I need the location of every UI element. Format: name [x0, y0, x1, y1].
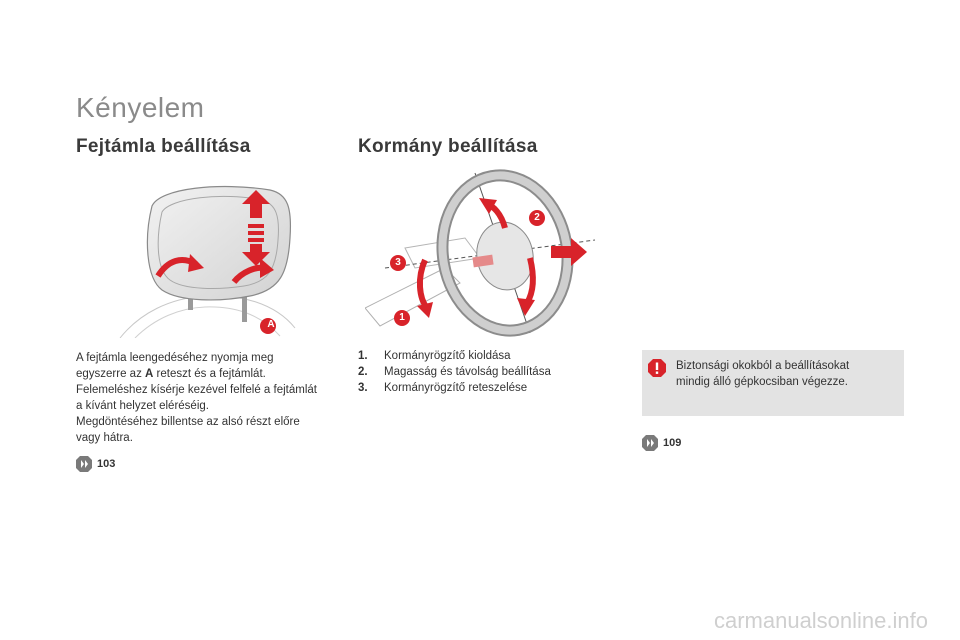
steering-page-reference[interactable]: 109: [642, 435, 681, 451]
height-arrows: [242, 190, 270, 266]
headrest-description: A fejtámla leengedéséhez nyomja meg egys…: [76, 350, 338, 446]
list-item: 2.Magasság és távolság beállítása: [358, 366, 551, 378]
page-title: Kényelem: [76, 92, 205, 123]
headrest-line-1: A fejtámla leengedéséhez nyomja meg: [76, 352, 274, 364]
page-link-icon: [642, 435, 658, 451]
steering-illustration: [365, 169, 596, 337]
warning-text: Biztonsági okokból a beállításokat mindi…: [676, 358, 898, 390]
warning-line-1: Biztonsági okokból a beállításokat: [676, 360, 850, 372]
headrest-reference-number: 103: [97, 458, 116, 470]
callout-1-label: 1: [399, 312, 405, 323]
headrest-page-reference[interactable]: 103: [76, 456, 115, 472]
warning-box: [642, 350, 904, 416]
headrest-illustration: [119, 185, 296, 338]
steering-steps: 1.Kormányrögzítő kioldása 2.Magasság és …: [358, 348, 551, 396]
watermark: carmanualsonline.info: [713, 608, 928, 633]
list-item: 3.Kormányrögzítő reteszelése: [358, 382, 528, 394]
headrest-heading: Fejtámla beállítása: [76, 136, 251, 157]
page-link-icon: [76, 456, 92, 472]
steering-heading: Kormány beállítása: [358, 136, 538, 157]
headrest-line-6: vagy hátra.: [76, 432, 133, 444]
steering-reference-number: 109: [663, 437, 682, 449]
headrest-line-3: Felemeléshez kísérje kezével felfelé a f…: [76, 384, 317, 396]
headrest-line-5: Megdöntéséhez billentse az alsó részt el…: [76, 416, 300, 428]
list-item: 1.Kormányrögzítő kioldása: [358, 350, 511, 362]
callout-2-label: 2: [534, 212, 540, 223]
callout-a-label: A: [267, 319, 275, 330]
headrest-line-2: egyszerre az A reteszt és a fejtámlát.: [76, 368, 266, 380]
callout-3-label: 3: [395, 257, 401, 268]
warning-line-2: mindig álló gépkocsiban végezze.: [676, 376, 848, 388]
headrest-line-4: a kívánt helyzet eléréséig.: [76, 400, 209, 412]
warning-icon: [648, 359, 666, 377]
